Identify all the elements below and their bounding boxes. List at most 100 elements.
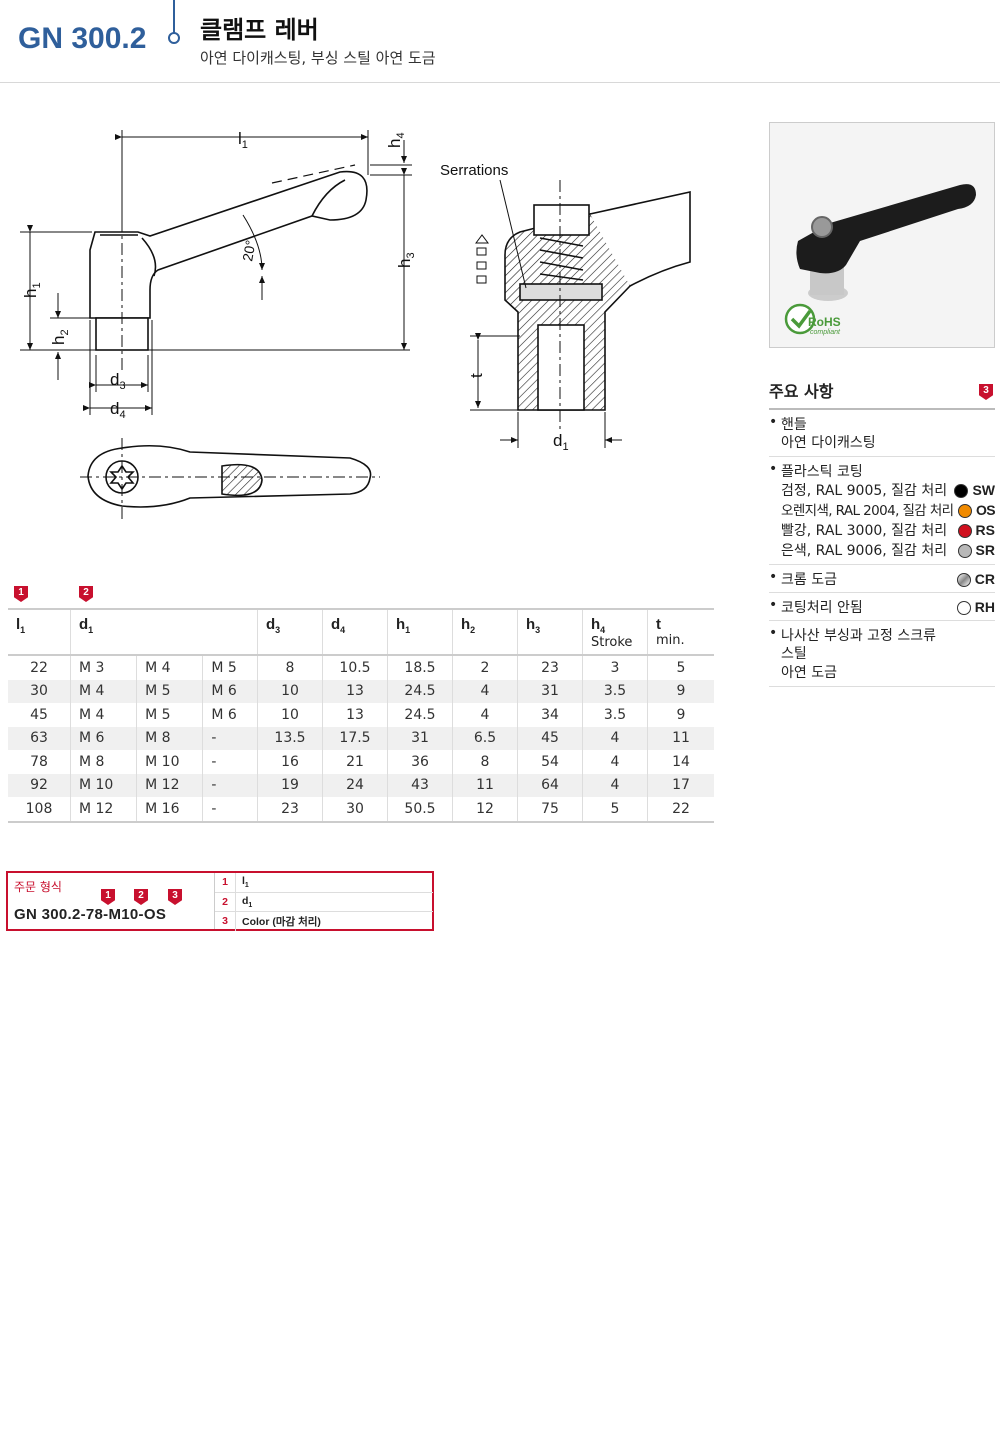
feature-uncoated-label: 코팅처리 안됨	[781, 600, 863, 616]
option-os-text: 오렌지색, RAL 2004, 질감 처리	[781, 502, 954, 519]
table-cell: 30	[8, 679, 71, 703]
header-h3: h3	[517, 608, 583, 656]
option-sw: 검정, RAL 9005, 질감 처리 SW	[769, 481, 995, 501]
dimension-lines	[20, 130, 412, 415]
table-cell: 6.5	[452, 726, 518, 750]
table-cell: M 10	[69, 773, 137, 797]
table-cell: M 4	[69, 679, 137, 703]
header-divider-dot	[168, 32, 180, 44]
table-cell: 9	[647, 679, 714, 703]
table-cell: M 12	[136, 773, 203, 797]
table-cell: -	[202, 773, 258, 797]
header-h1: h1	[387, 608, 453, 656]
table-cell: M 6	[69, 726, 137, 750]
table-cell: 17	[647, 773, 714, 797]
table-cell: 23	[517, 655, 583, 680]
option-sw-text: 검정, RAL 9005, 질감 처리	[781, 482, 948, 499]
option-rs-code: RS	[975, 522, 995, 538]
table-cell: M 8	[136, 726, 203, 750]
header-h2: h2	[452, 608, 518, 656]
table-cell: 24.5	[387, 703, 453, 727]
color-swatch-black	[954, 484, 969, 498]
table-cell: 10	[257, 679, 323, 703]
product-code: GN 300.2	[18, 22, 147, 55]
option-os: 오렌지색, RAL 2004, 질감 처리 OS	[769, 501, 996, 521]
table-cell: 92	[8, 773, 71, 797]
feature-handle-value: 아연 다이캐스팅	[781, 435, 876, 451]
table-cell: 10.5	[322, 655, 388, 680]
feature-chrome: 크롬 도금 CR	[769, 565, 995, 593]
feature-plastic: 플라스틱 코팅 검정, RAL 9005, 질감 처리 SW 오렌지색, RAL…	[769, 457, 996, 565]
svg-text:t: t	[467, 373, 486, 378]
table-cell: 31	[387, 726, 453, 750]
table-cell: 13	[322, 679, 388, 703]
order-example-code: GN 300.2-78-M10-OS	[14, 906, 167, 923]
product-photo: RoHS compliant	[769, 122, 995, 348]
table-cell: 11	[452, 773, 518, 797]
table-cell: 64	[517, 773, 583, 797]
table-cell: 23	[257, 797, 323, 823]
svg-text:l1: l1	[238, 129, 248, 151]
rohs-label: RoHS	[808, 315, 841, 329]
table-cell: M 16	[136, 797, 203, 823]
option-sr: 은색, RAL 9006, 질감 처리 SR	[769, 541, 995, 561]
header-d4: d4	[322, 608, 388, 656]
table-cell: -	[202, 726, 258, 750]
rohs-sub: compliant	[810, 329, 841, 336]
feature-bushing-line3: 아연 도금	[781, 665, 837, 681]
table-cell: M 10	[136, 750, 203, 774]
table-cell: 2	[452, 655, 518, 680]
table-cell: 3.5	[582, 703, 648, 727]
feature-handle: 핸들 아연 다이캐스팅	[769, 410, 995, 457]
color-swatch-chrome	[956, 572, 971, 587]
order-badge-3: 3	[168, 889, 182, 905]
table-cell: 11	[647, 726, 714, 750]
table-cell: 8	[257, 655, 323, 680]
option-rs: 빨강, RAL 3000, 질감 처리 RS	[769, 521, 995, 541]
table-cell: -	[202, 797, 258, 823]
table-cell: 4	[582, 773, 648, 797]
table-cell: 13.5	[257, 726, 323, 750]
svg-text:d1: d1	[553, 431, 569, 453]
table-cell: M 8	[69, 750, 137, 774]
color-swatch-silver	[957, 544, 972, 558]
table-cell: 8	[452, 750, 518, 774]
order-example-left: 주문 형식 1 2 3 GN 300.2-78-M10-OS	[8, 873, 214, 929]
table-cell: M 5	[136, 703, 203, 727]
table-cell: M 12	[69, 797, 137, 823]
option-sr-code: SR	[975, 542, 995, 558]
order-example-label: 주문 형식	[14, 880, 62, 894]
features-title-text: 주요 사항	[769, 382, 834, 401]
table-cell: 5	[582, 797, 648, 823]
technical-drawing: l1 h1 h2 d3 d4 h3 h4 20° Serrations t d1	[20, 129, 691, 520]
table-cell: M 4	[69, 703, 137, 727]
option-sw-code: SW	[972, 482, 995, 498]
lever-photo-image: RoHS compliant	[770, 123, 994, 347]
table-cell: 3	[582, 655, 648, 680]
column-badge-1: 1	[14, 586, 28, 602]
table-cell: 30	[322, 797, 388, 823]
header-d3: d3	[257, 608, 323, 656]
table-cell: M 3	[69, 655, 137, 680]
table-cell: 24	[322, 773, 388, 797]
table-cell: 19	[257, 773, 323, 797]
features-panel: 주요 사항 3 핸들 아연 다이캐스팅 플라스틱 코팅 검정, RAL 9005…	[769, 378, 996, 687]
option-rh-code: RH	[974, 598, 995, 615]
feature-uncoated: 코팅처리 안됨 RH	[769, 593, 995, 621]
features-title: 주요 사항 3	[769, 378, 995, 410]
table-cell: 21	[322, 750, 388, 774]
svg-text:h1: h1	[21, 282, 43, 298]
table-cell: -	[202, 750, 258, 774]
page-title: 클램프 레버	[200, 16, 319, 44]
table-cell: 34	[517, 703, 583, 727]
svg-text:h4: h4	[385, 132, 407, 148]
rohs-logo: RoHS compliant	[784, 303, 841, 336]
